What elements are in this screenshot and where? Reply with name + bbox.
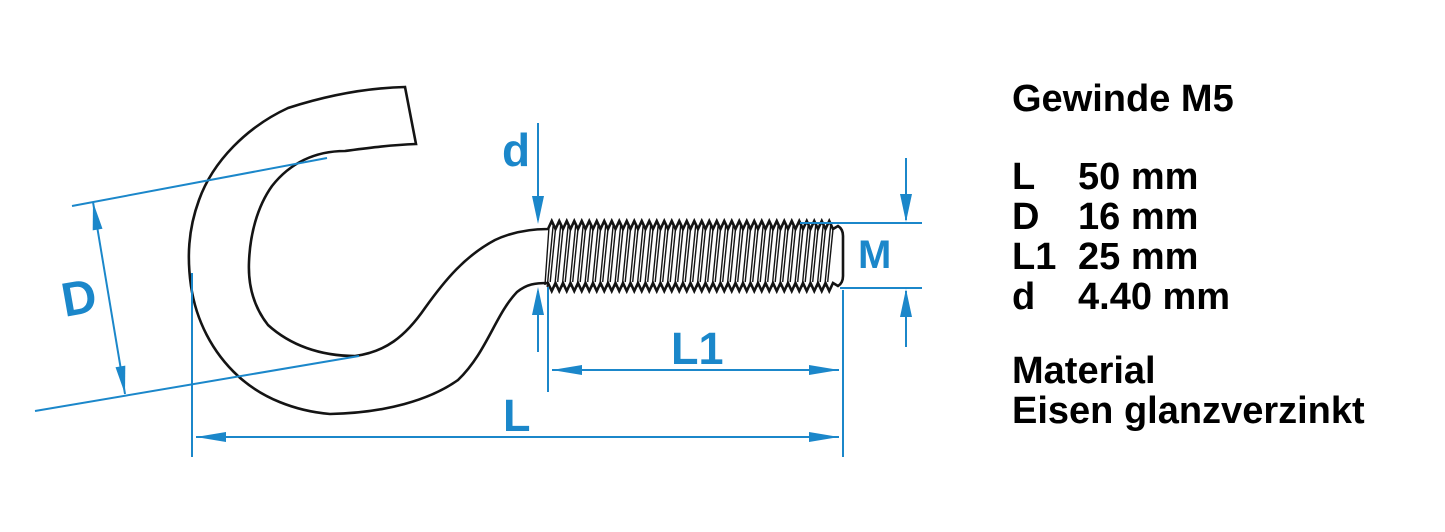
thread-hatch-lines xyxy=(544,224,834,288)
L-label: L xyxy=(503,390,531,441)
D-arrow-top xyxy=(92,202,103,231)
spec-row-L: L 50 mm xyxy=(1012,157,1230,197)
dimension-d: d xyxy=(502,123,544,352)
dimension-L1: L1 xyxy=(547,287,839,392)
material-block: Material Eisen glanzverzinkt xyxy=(1012,351,1365,431)
spec-value: 16 mm xyxy=(1078,196,1199,238)
material-value: Eisen glanzverzinkt xyxy=(1012,390,1365,432)
spec-label: L1 xyxy=(1012,236,1057,278)
D-arrow-bottom xyxy=(115,365,126,394)
spec-table: L 50 mm D 16 mm L1 25 mm d 4.40 mm xyxy=(1012,157,1230,317)
spec-label: D xyxy=(1012,196,1040,238)
D-extension-bottom xyxy=(34,355,360,412)
d-label: d xyxy=(502,124,530,176)
D-extension-top xyxy=(71,157,328,207)
M-arrow-up xyxy=(900,289,912,317)
spec-value: 50 mm xyxy=(1078,156,1199,198)
spec-label: d xyxy=(1012,276,1036,318)
L-arrow-right xyxy=(809,432,839,442)
L1-arrow-left xyxy=(552,365,582,375)
M-label: M xyxy=(858,233,891,277)
L-arrow-left xyxy=(196,432,226,442)
M-arrow-down xyxy=(900,194,912,222)
spec-row-D: D 16 mm xyxy=(1012,197,1230,237)
d-arrow-down xyxy=(532,196,544,224)
L1-label: L1 xyxy=(671,323,724,374)
L1-arrow-right xyxy=(809,365,839,375)
spec-row-d: d 4.40 mm xyxy=(1012,277,1230,317)
spec-value: 4.40 mm xyxy=(1078,276,1231,318)
material-heading: Material xyxy=(1012,350,1156,392)
D-dimension-line xyxy=(92,201,126,395)
spec-label: L xyxy=(1012,156,1036,198)
hook-outline xyxy=(187,85,845,416)
spec-row-L1: L1 25 mm xyxy=(1012,237,1230,277)
dimension-D: D xyxy=(34,157,360,412)
spec-title: Gewinde M5 xyxy=(1012,78,1234,120)
d-arrow-up xyxy=(532,287,544,315)
dimension-M: M xyxy=(800,158,922,347)
dimension-L: L xyxy=(191,273,844,457)
spec-value: 25 mm xyxy=(1078,236,1199,278)
D-label: D xyxy=(57,270,100,328)
